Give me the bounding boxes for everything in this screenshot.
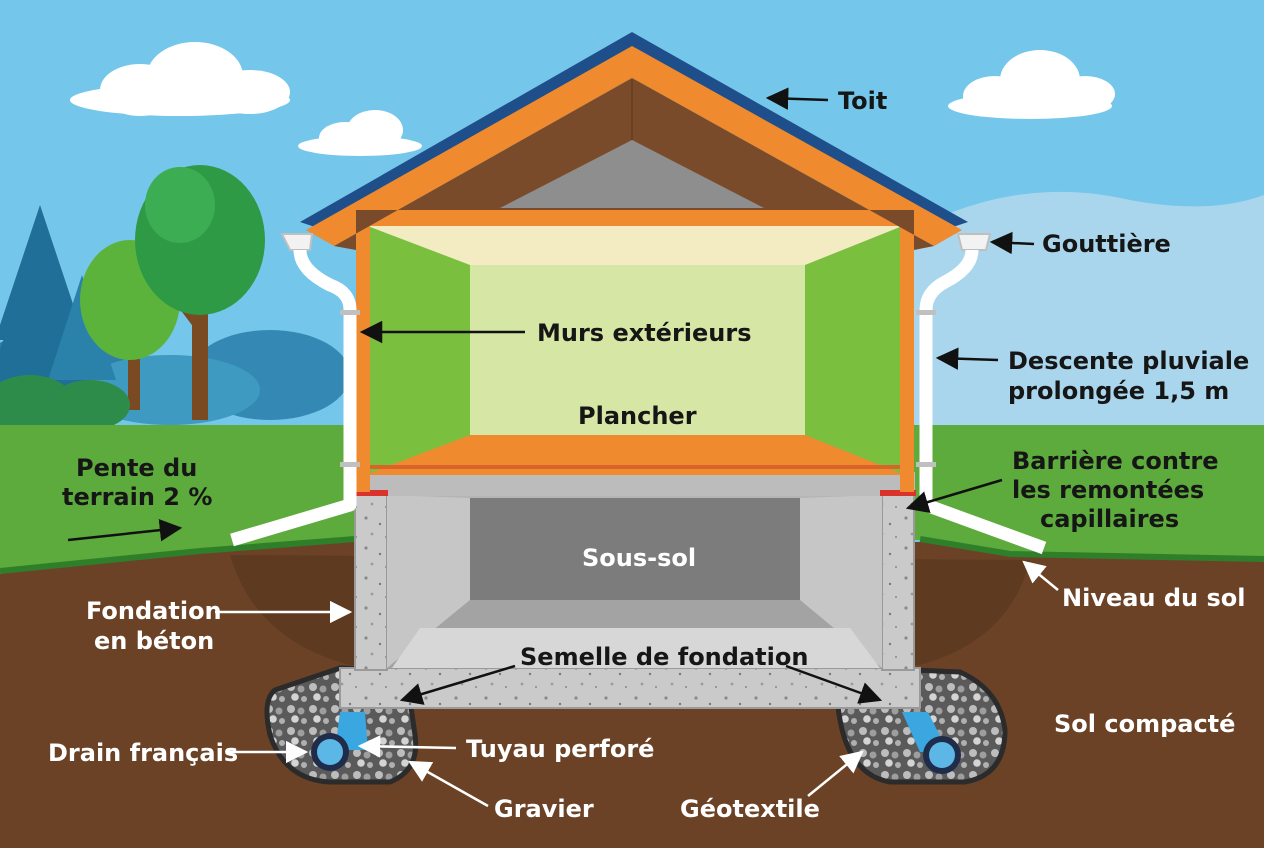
label-barriere-line2: les remontées bbox=[1012, 476, 1204, 504]
label-descente-line1: Descente pluviale bbox=[1008, 347, 1249, 375]
wall-frame-right bbox=[900, 210, 914, 492]
perforated-pipe-right bbox=[923, 736, 961, 774]
label-barriere-line3: capillaires bbox=[1040, 505, 1179, 533]
gutter-right bbox=[958, 234, 990, 250]
ceiling-beam bbox=[356, 208, 914, 226]
label-tuyau-perfore: Tuyau perforé bbox=[466, 735, 654, 763]
label-toit: Toit bbox=[838, 87, 887, 115]
room-right-wall bbox=[805, 225, 905, 475]
wall-frame-left bbox=[356, 210, 370, 492]
label-niveau-du-sol: Niveau du sol bbox=[1062, 584, 1246, 612]
downspout-strap bbox=[916, 310, 936, 315]
label-semelle: Semelle de fondation bbox=[520, 643, 808, 671]
room-left-wall bbox=[365, 225, 470, 475]
label-geotextile: Géotextile bbox=[680, 795, 820, 823]
label-gouttiere: Gouttière bbox=[1042, 230, 1171, 258]
label-drain-francais: Drain français bbox=[48, 739, 238, 767]
label-murs-exterieurs: Murs extérieurs bbox=[537, 319, 752, 347]
downspout-strap bbox=[340, 310, 360, 315]
foundation-wall-left bbox=[355, 495, 387, 670]
label-pente-line1: Pente du bbox=[76, 454, 197, 482]
footing bbox=[340, 668, 920, 708]
label-gravier: Gravier bbox=[494, 795, 594, 823]
label-sol-compacte: Sol compacté bbox=[1054, 710, 1235, 738]
downspout-strap bbox=[340, 462, 360, 467]
label-sous-sol: Sous-sol bbox=[582, 544, 696, 572]
label-fondation-line2: en béton bbox=[94, 627, 214, 655]
label-plancher: Plancher bbox=[578, 402, 697, 430]
foundation-wall-right bbox=[882, 495, 914, 670]
label-fondation-line1: Fondation bbox=[86, 597, 222, 625]
label-pente-line2: terrain 2 % bbox=[62, 483, 212, 511]
label-barriere-line1: Barrière contre bbox=[1012, 447, 1219, 475]
rim-joist bbox=[355, 472, 915, 496]
label-descente-line2: prolongée 1,5 m bbox=[1008, 377, 1229, 405]
downspout-strap bbox=[916, 462, 936, 467]
perforated-pipe-left bbox=[311, 733, 349, 771]
